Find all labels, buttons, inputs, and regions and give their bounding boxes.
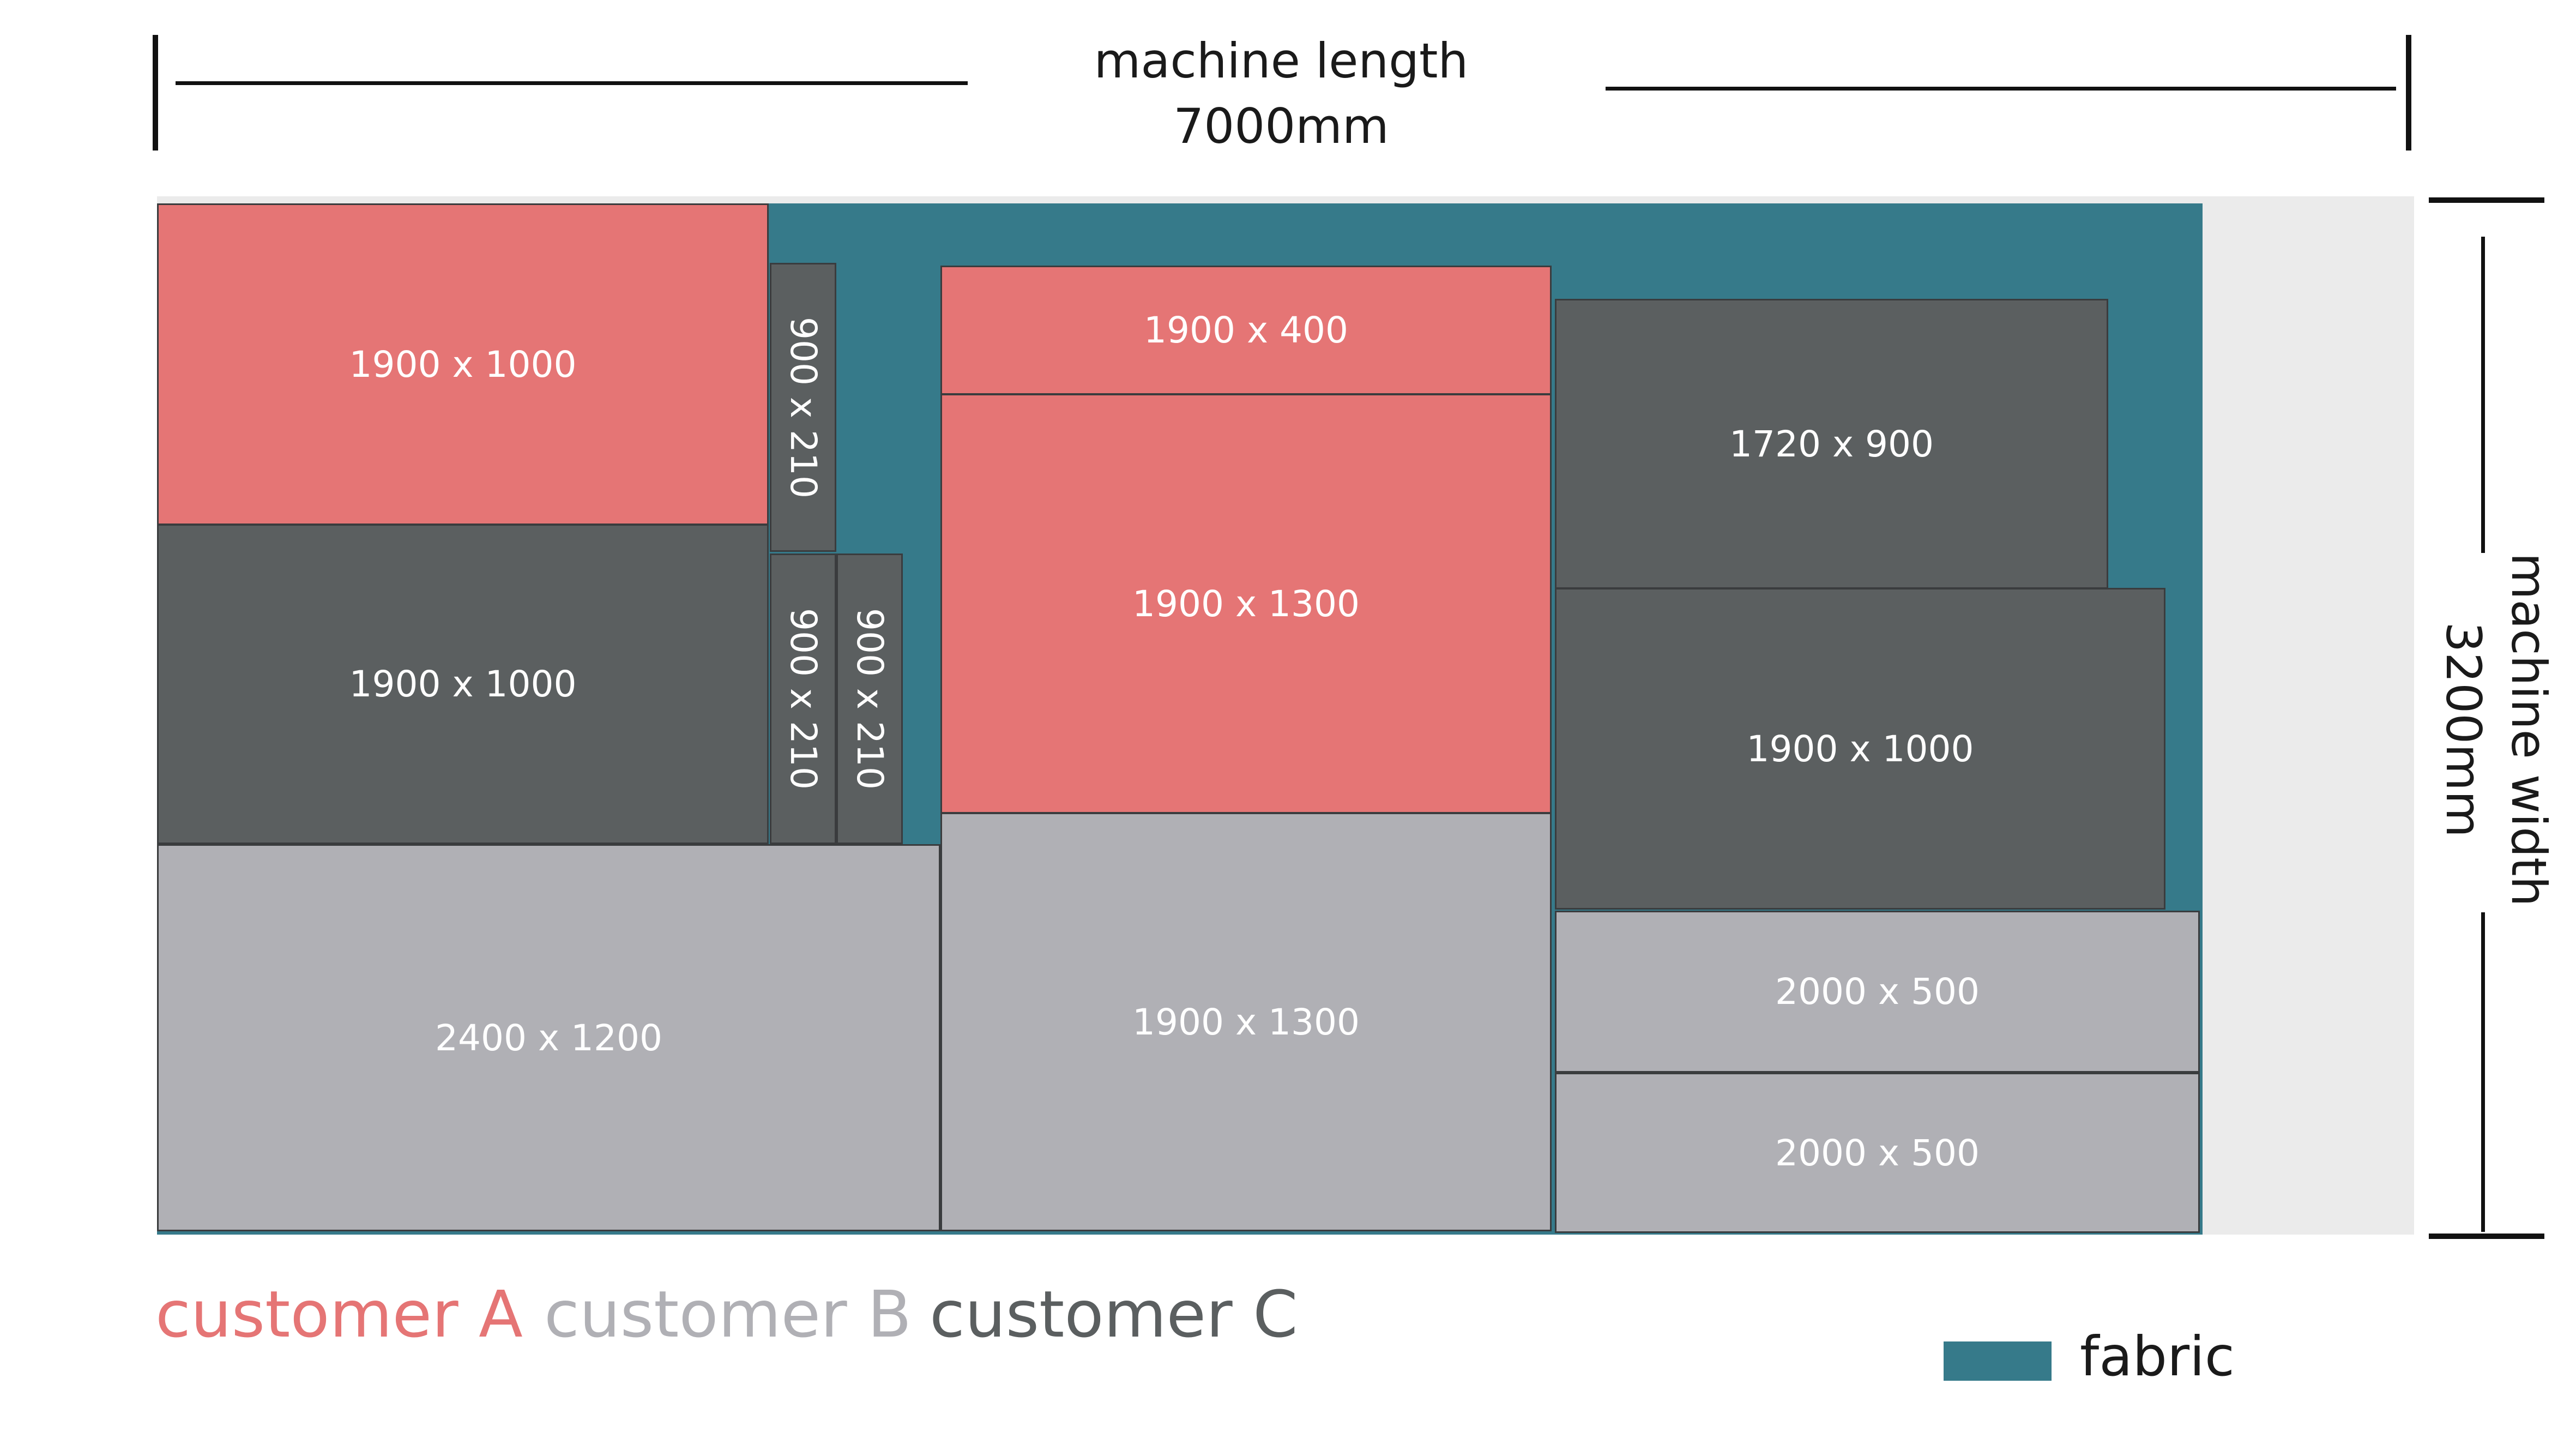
piece-dimension-label: 2000 x 500 bbox=[1775, 1132, 1980, 1174]
piece-dimension-label: 1900 x 1300 bbox=[1132, 582, 1360, 625]
legend-fabric: fabric bbox=[2080, 1325, 2235, 1388]
piece-customer-c-900x210: 900 x 210 bbox=[770, 553, 836, 844]
piece-dimension-label: 2000 x 500 bbox=[1775, 971, 1980, 1013]
width-bottom-end-tick bbox=[2429, 1234, 2544, 1239]
piece-dimension-label: 1900 x 1000 bbox=[349, 343, 577, 386]
piece-customer-b-2400x1200: 2400 x 1200 bbox=[157, 844, 940, 1231]
piece-customer-a-1900x400: 1900 x 400 bbox=[940, 266, 1552, 395]
piece-customer-c-1720x900: 1720 x 900 bbox=[1555, 299, 2108, 589]
width-top-end-tick bbox=[2429, 197, 2544, 203]
piece-customer-c-1900x1000: 1900 x 1000 bbox=[157, 524, 769, 844]
piece-customer-b-1900x1300: 1900 x 1300 bbox=[940, 813, 1552, 1231]
legend-fabric-swatch bbox=[1944, 1341, 2052, 1381]
piece-customer-a-1900x1300: 1900 x 1300 bbox=[940, 394, 1552, 814]
piece-dimension-label: 900 x 210 bbox=[782, 316, 824, 498]
width-bottom-dimension-line bbox=[2481, 912, 2485, 1232]
piece-dimension-label: 1900 x 400 bbox=[1144, 309, 1348, 351]
length-left-dimension-line bbox=[176, 81, 968, 85]
piece-dimension-label: 900 x 210 bbox=[848, 608, 891, 790]
piece-customer-a-1900x1000: 1900 x 1000 bbox=[157, 203, 769, 525]
machine-length-value: 7000mm bbox=[1173, 98, 1389, 154]
legend-customer-a: customer A bbox=[155, 1277, 523, 1352]
piece-customer-c-900x210: 900 x 210 bbox=[770, 263, 836, 552]
piece-customer-b-2000x500: 2000 x 500 bbox=[1555, 911, 2200, 1073]
legend-customer-b: customer B bbox=[544, 1277, 912, 1352]
piece-dimension-label: 1720 x 900 bbox=[1729, 423, 1934, 465]
piece-customer-c-900x210: 900 x 210 bbox=[836, 553, 903, 844]
piece-customer-b-2000x500: 2000 x 500 bbox=[1555, 1073, 2200, 1233]
machine-width-label: machine width bbox=[2501, 552, 2557, 907]
legend-customer-c: customer C bbox=[930, 1277, 1298, 1352]
machine-width-value: 3200mm bbox=[2435, 622, 2491, 838]
length-right-dimension-line bbox=[1606, 87, 2396, 91]
piece-dimension-label: 1900 x 1000 bbox=[1746, 727, 1974, 770]
piece-dimension-label: 1900 x 1000 bbox=[349, 663, 577, 705]
machine-length-label: machine length bbox=[1094, 33, 1469, 89]
piece-customer-c-1900x1000: 1900 x 1000 bbox=[1555, 588, 2165, 910]
width-top-dimension-line bbox=[2481, 237, 2485, 553]
piece-dimension-label: 2400 x 1200 bbox=[435, 1016, 662, 1059]
length-right-end-tick bbox=[2406, 35, 2411, 151]
piece-dimension-label: 1900 x 1300 bbox=[1132, 1001, 1360, 1043]
piece-dimension-label: 900 x 210 bbox=[782, 608, 824, 790]
length-left-end-tick bbox=[153, 35, 158, 151]
